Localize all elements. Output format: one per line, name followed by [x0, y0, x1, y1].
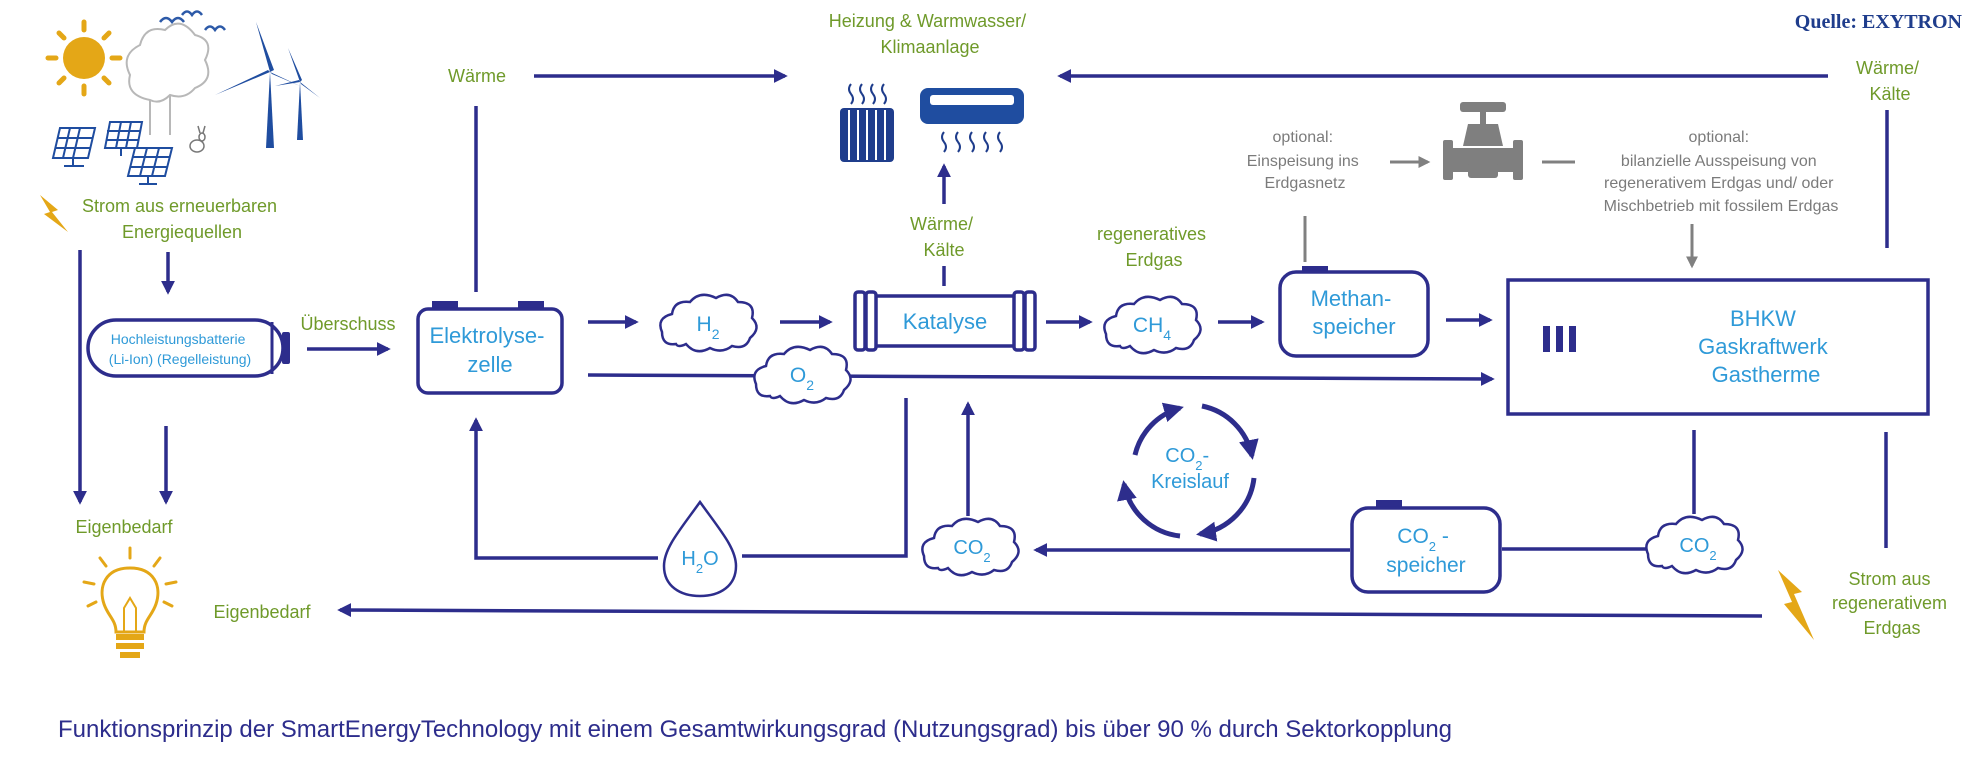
co2-storage-node — [1350, 500, 1502, 594]
heizung-label: Heizung & Warmwasser/ Klimaanlage — [829, 11, 1031, 57]
co2-right-cloud: CO2 — [1645, 515, 1744, 575]
eigenbedarf-bottom-label: Eigenbedarf — [213, 602, 311, 622]
strom-erneuerbar-label: Strom aus erneuerbaren Energiequellen — [82, 196, 282, 242]
bhkw-node — [1506, 278, 1930, 416]
lightning-icon-right — [1778, 570, 1814, 640]
arrow-strom-to-eigenbedarf-bottom — [337, 603, 1763, 618]
strom-regenerativ-label: Strom aus regenerativem Erdgas — [1832, 569, 1952, 638]
regeneratives-erdgas-label: regeneratives Erdgas — [1097, 224, 1211, 270]
sun-icon — [45, 19, 123, 97]
co2-left-cloud: CO2 — [921, 517, 1020, 577]
tree-icon — [125, 22, 210, 135]
line-katalyse-to-h2o — [742, 398, 908, 558]
source-label: Quelle: EXYTRON — [1795, 11, 1963, 33]
optional-einspeisung-label: optional: Einspeisung ins Erdgasnetz — [1247, 129, 1364, 192]
optional-ausspeisung-label: optional: bilanzielle Ausspeisung von re… — [1604, 129, 1839, 215]
waerme-kaelte-right-label: Wärme/ Kälte — [1856, 58, 1924, 104]
radiator-icon — [840, 83, 894, 162]
co2-cycle-label: CO2- Kreislauf — [1151, 445, 1229, 493]
electrolysis-label: Elektrolyse- zelle — [429, 323, 550, 377]
water-drop-icon: H2O — [662, 499, 738, 598]
catalysis-node — [853, 290, 1037, 352]
ueberschuss-label: Überschuss — [300, 314, 395, 334]
electrolysis-node — [416, 301, 564, 395]
cycle-arrows-icon — [1117, 402, 1259, 542]
solar-panel-icon — [51, 121, 174, 185]
svg-text:CO2: CO2 — [1679, 535, 1716, 563]
methane-storage-node — [1278, 266, 1430, 358]
rabbit-icon — [189, 125, 206, 153]
svg-text:O2: O2 — [790, 364, 814, 393]
o2-cloud: O2 — [753, 345, 852, 405]
waerme-left-label: Wärme — [448, 66, 506, 86]
battery-node — [86, 318, 290, 378]
catalysis-label: Katalyse — [903, 309, 987, 334]
arrow-elektrolyse-o2-to-bhkw — [587, 371, 1495, 386]
wind-turbine-icon — [215, 22, 320, 148]
birds-icon — [159, 10, 227, 33]
waerme-kaelte-mid-label: Wärme/ Kälte — [910, 214, 978, 260]
lightning-icon — [40, 195, 68, 232]
methane-storage-label: Methan- speicher — [1311, 286, 1398, 339]
light-bulb-icon — [82, 546, 178, 658]
svg-text:CH4: CH4 — [1133, 314, 1171, 343]
svg-text:H2: H2 — [697, 313, 720, 342]
svg-text:CO2: CO2 — [953, 537, 990, 565]
air-conditioner-icon — [920, 88, 1024, 153]
h2-cloud: H2 — [659, 293, 758, 353]
svg-text:H2O: H2O — [681, 548, 718, 576]
gas-valve-icon — [1443, 102, 1523, 180]
bhkw-label: BHKW Gaskraftwerk Gastherme — [1698, 306, 1834, 387]
caption: Funktionsprinzip der SmartEnergyTechnolo… — [58, 716, 1452, 743]
line-h2o-to-elektrolyse — [469, 417, 658, 560]
ch4-cloud: CH4 — [1103, 295, 1202, 355]
eigenbedarf-top-label: Eigenbedarf — [75, 517, 173, 537]
battery-label: Hochleistungsbatterie (Li-Ion) (Regellei… — [109, 331, 251, 367]
bhkw-bars-icon — [1543, 326, 1576, 352]
